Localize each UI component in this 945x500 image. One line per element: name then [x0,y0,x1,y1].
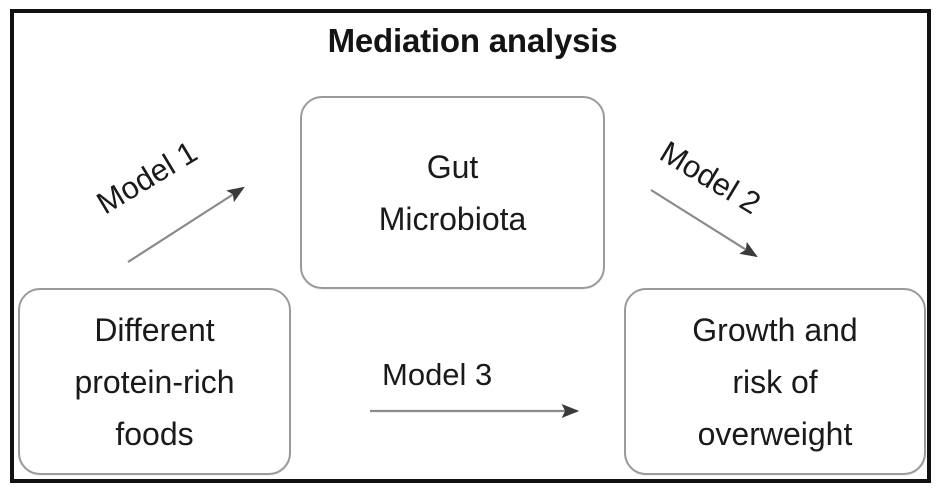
node-growth-and-risk-of-overweight-label: Growth and risk of overweight [692,311,858,452]
node-different-protein-rich-foods-label: Different protein-rich foods [74,311,235,452]
node-growth-and-risk-of-overweight: Growth and risk of overweight [624,288,926,475]
node-different-protein-rich-foods: Different protein-rich foods [18,288,291,475]
figure-title: Mediation analysis [327,22,618,59]
node-gut-microbiota-label: Gut Microbiota [378,148,527,237]
node-gut-microbiota: Gut Microbiota [300,96,605,289]
edge-label-model-3: Model 3 [382,357,493,392]
